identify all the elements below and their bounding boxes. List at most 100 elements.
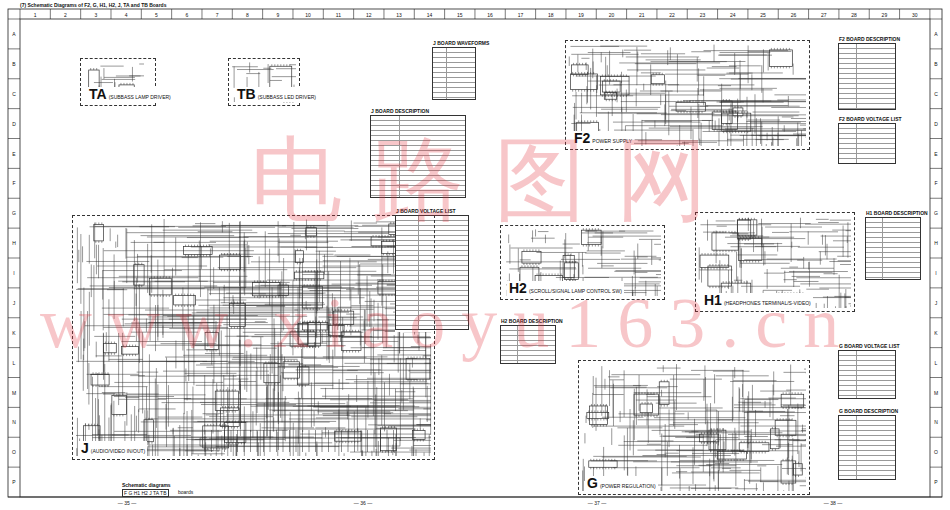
row-letter: J <box>935 300 938 306</box>
grid-tick <box>565 9 566 19</box>
grid-tick <box>930 228 942 229</box>
board-function: (AUDIO/VIDEO IN/OUT) <box>91 448 145 454</box>
grid-tick <box>8 78 20 79</box>
grid-tick <box>930 317 942 318</box>
row-letter: O <box>934 449 938 455</box>
row-letter: F <box>12 180 15 186</box>
table-grid <box>432 47 476 100</box>
row-letter: D <box>12 121 16 127</box>
grid-tick <box>383 9 384 19</box>
grid-tick <box>353 9 354 19</box>
grid-tick <box>171 9 172 19</box>
grid-tick <box>8 317 20 318</box>
circuit-wiring <box>583 364 806 491</box>
table-heading: J BOARD VOLTAGE LIST <box>395 208 469 214</box>
grid-tick <box>930 287 942 288</box>
board-title: TA(SUBBASS LAMP DRIVER) <box>87 87 173 102</box>
board-name: TA <box>89 87 107 102</box>
board-name: F2 <box>574 131 590 146</box>
column-number: 30 <box>912 12 918 18</box>
grid-tick <box>687 9 688 19</box>
grid-tick <box>838 9 839 19</box>
data-table: G BOARD VOLTAGE LIST <box>838 343 896 401</box>
column-number: 27 <box>821 12 827 18</box>
data-table: J BOARD VOLTAGE LIST <box>395 208 469 332</box>
column-number: 12 <box>366 12 372 18</box>
column-number: 1 <box>34 12 37 18</box>
board-title: G(POWER REGULATION) <box>585 476 658 491</box>
page-number: — 35 — <box>118 500 136 506</box>
column-number: 18 <box>548 12 554 18</box>
grid-tick <box>535 9 536 19</box>
page-number: — 36 — <box>354 500 372 506</box>
data-table: F2 BOARD DESCRIPTION <box>838 36 896 112</box>
column-number: 17 <box>518 12 524 18</box>
table-heading: J BOARD DESCRIPTION <box>370 108 466 114</box>
board-function: (SUBBASS LAMP DRIVER) <box>109 94 171 100</box>
table-grid <box>838 350 896 399</box>
table-grid <box>500 325 556 364</box>
grid-tick <box>8 258 20 259</box>
column-number: 16 <box>487 12 493 18</box>
column-number: 14 <box>427 12 433 18</box>
row-letter: B <box>12 61 15 67</box>
board-name: J <box>81 441 89 456</box>
row-letter: J <box>13 300 16 306</box>
connector-pins <box>200 430 400 452</box>
grid-tick <box>930 19 942 20</box>
board-title: J(AUDIO/VIDEO IN/OUT) <box>79 441 147 456</box>
grid-tick <box>8 138 20 139</box>
grid-tick <box>930 437 942 438</box>
column-number: 22 <box>669 12 675 18</box>
grid-tick <box>930 377 942 378</box>
table-grid <box>838 43 896 110</box>
column-number: 6 <box>185 12 188 18</box>
row-letter: G <box>934 210 938 216</box>
board-title: H2(SCROLL/SIGNAL LAMP CONTROL SW) <box>507 281 624 296</box>
grid-tick <box>930 138 942 139</box>
row-letter: K <box>934 330 937 336</box>
grid-tick <box>930 407 942 408</box>
grid-tick <box>232 9 233 19</box>
row-letter: A <box>12 31 15 37</box>
data-table: G BOARD DESCRIPTION <box>838 408 896 482</box>
grid-tick <box>930 467 942 468</box>
row-letter: N <box>12 419 16 425</box>
board-function: (SUBBASS LED DRIVER) <box>258 94 316 100</box>
circuit-wiring <box>506 228 661 296</box>
grid-tick <box>930 258 942 259</box>
data-table: J BOARD WAVEFORMS <box>432 40 476 102</box>
column-number: 13 <box>396 12 402 18</box>
column-number: 11 <box>336 12 341 18</box>
circuit-board: TA(SUBBASS LAMP DRIVER) <box>80 58 156 106</box>
grid-tick <box>8 48 20 49</box>
grid-tick <box>596 9 597 19</box>
grid-tick <box>899 9 900 19</box>
data-table: F2 BOARD VOLTAGE LIST <box>838 116 896 166</box>
column-number: 10 <box>305 12 311 18</box>
column-number: 25 <box>760 12 766 18</box>
grid-tick <box>444 9 445 19</box>
grid-tick <box>930 347 942 348</box>
table-heading: G BOARD VOLTAGE LIST <box>838 343 896 349</box>
circuit-board: H2(SCROLL/SIGNAL LAMP CONTROL SW) <box>500 225 665 300</box>
grid-tick <box>8 168 20 169</box>
row-letter: F <box>934 180 937 186</box>
grid-tick <box>80 9 81 19</box>
column-number: 9 <box>276 12 279 18</box>
grid-tick <box>717 9 718 19</box>
grid-tick <box>930 108 942 109</box>
data-table: J BOARD DESCRIPTION <box>370 108 466 200</box>
data-table: H1 BOARD DESCRIPTION <box>865 210 921 282</box>
table-grid <box>395 215 469 330</box>
circuit-wiring <box>569 45 806 146</box>
column-number: 29 <box>882 12 888 18</box>
grid-tick <box>8 198 20 199</box>
table-grid <box>838 123 896 164</box>
board-name: H2 <box>509 281 527 296</box>
grid-tick <box>930 78 942 79</box>
board-title: F2POWER SUPPLY <box>572 131 634 146</box>
row-letter: C <box>12 91 16 97</box>
grid-tick <box>930 48 942 49</box>
